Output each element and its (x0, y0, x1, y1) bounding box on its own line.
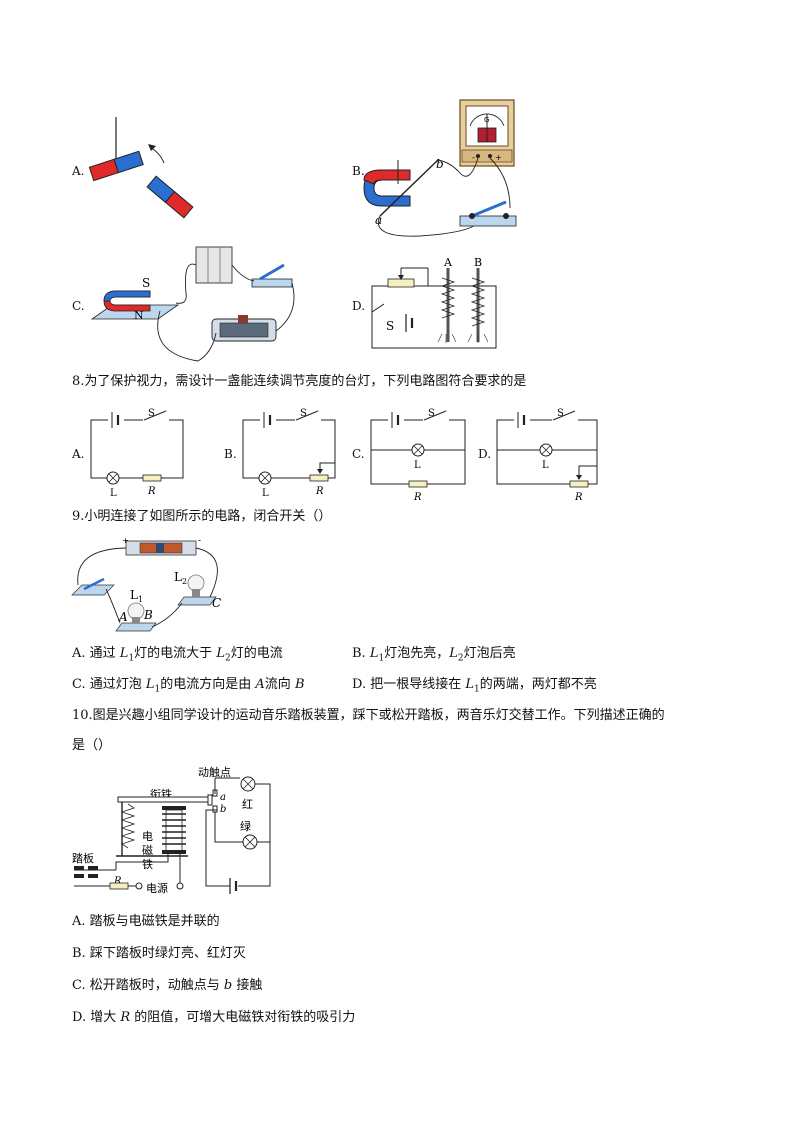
q9-battery-minus: - (198, 536, 201, 546)
q10-option-a[interactable]: A. 踏板与电磁铁是并联的 (72, 914, 220, 929)
q7-b-meter-plus: + (495, 153, 502, 162)
q10-pedal-label: 踏板 (72, 851, 94, 865)
q8-d-switch-label: S (557, 408, 564, 419)
q8-option-c-label: C. (352, 447, 365, 461)
q8-option-b-circuit: S L R (242, 408, 336, 499)
q7-d-switch-label: S (386, 319, 394, 333)
q10-option-d[interactable]: D. 增大 R 的阻值，可增大电磁铁对衔铁的吸引力 (72, 1010, 356, 1025)
q10-contact-b: b (220, 804, 226, 815)
q8-b-lamp-label: L (262, 488, 269, 499)
q8-b-switch-label: S (300, 408, 307, 419)
q8-c-lamp-label: L (414, 460, 421, 471)
q8-a-switch-label: S (148, 408, 155, 419)
q7-option-a-figure (88, 117, 194, 219)
q10-contact-a: a (220, 792, 226, 803)
q7-c-pole-n: N (134, 309, 144, 322)
q9-question: 9.小明连接了如图所示的电路，闭合开关（） (72, 509, 332, 524)
q10-em-label-3: 铁 (142, 858, 153, 871)
q8-a-resistor-label: R (147, 486, 156, 497)
q7-option-c-label: C. (72, 299, 85, 313)
q9-point-a: A (118, 610, 128, 624)
q9-label-l2: L2 (174, 570, 187, 586)
q8-b-resistor-label: R (315, 486, 324, 497)
q8-d-resistor-label: R (574, 492, 583, 503)
q9-option-d[interactable]: D. 把一根导线接在 L1的两端，两灯都不亮 (352, 677, 597, 695)
q10-question-line1: 10.图是兴趣小组同学设计的运动音乐踏板装置，踩下或松开踏板，两音乐灯交替工作。… (72, 708, 665, 723)
q10-power-label: 电源 (146, 881, 168, 895)
q8-option-d-circuit: S L R (496, 408, 598, 503)
q9-battery-plus: + (122, 536, 129, 545)
q7-b-meter-minus: - (472, 153, 475, 162)
q8-question: 8.为了保护视力，需设计一盏能连续调节亮度的台灯，下列电路图符合要求的是 (72, 374, 527, 389)
q10-red-label: 红 (242, 798, 253, 811)
q9-point-c: C (212, 596, 221, 610)
q7-option-c-figure: S N (90, 246, 295, 362)
q7-option-d-label: D. (352, 299, 366, 313)
q9-option-b[interactable]: B. L1灯泡先亮，L2灯泡后亮 (352, 646, 516, 664)
q10-em-label-2: 磁 (142, 844, 153, 857)
q7-option-b-label: B. (352, 164, 365, 178)
q9-circuit-figure: + - L1 A B L2 C (71, 536, 221, 632)
q8-c-switch-label: S (428, 408, 435, 419)
q10-option-b[interactable]: B. 踩下踏板时绿灯亮、红灯灭 (72, 946, 246, 961)
q10-question-line2: 是（） (72, 738, 112, 753)
q10-green-label: 绿 (240, 819, 251, 833)
q10-moving-contact-label: 动触点 (198, 765, 231, 779)
q10-relay-figure: 动触点 衔铁 红 绿 a b 电 磁 铁 踏板 R 电源 (72, 765, 271, 895)
q8-a-lamp-label: L (110, 488, 117, 499)
q9-option-a[interactable]: A. 通过 L1灯的电流大于 L2灯的电流 (72, 646, 283, 664)
q7-option-a-label: A. (72, 164, 85, 178)
q8-d-lamp-label: L (542, 460, 549, 471)
q10-em-label-1: 电 (142, 830, 153, 843)
q8-option-a-label: A. (72, 447, 85, 461)
q8-option-b-label: B. (224, 447, 237, 461)
q10-option-c[interactable]: C. 松开踏板时，动触点与 b 接触 (72, 978, 263, 993)
q7-d-nail-a: A (443, 256, 453, 269)
q9-label-l1: L1 (130, 588, 143, 604)
q7-option-b-figure: - + G a b (363, 99, 517, 237)
q7-c-pole-s: S (142, 276, 150, 290)
q7-option-d-figure: A B S (371, 256, 497, 349)
q10-resistor-label: R (113, 876, 122, 887)
q8-c-resistor-label: R (413, 492, 422, 503)
q9-point-b: B (143, 608, 153, 622)
q7-b-meter-g: G (484, 116, 489, 124)
q8-option-d-label: D. (478, 447, 492, 461)
q7-b-point-b: b (436, 157, 444, 171)
q8-option-a-circuit: S L R (90, 408, 184, 499)
q7-d-nail-b: B (474, 256, 482, 269)
q9-option-c[interactable]: C. 通过灯泡 L1的电流方向是由 A流向 B (72, 677, 305, 695)
q8-option-c-circuit: S L R (370, 408, 466, 503)
